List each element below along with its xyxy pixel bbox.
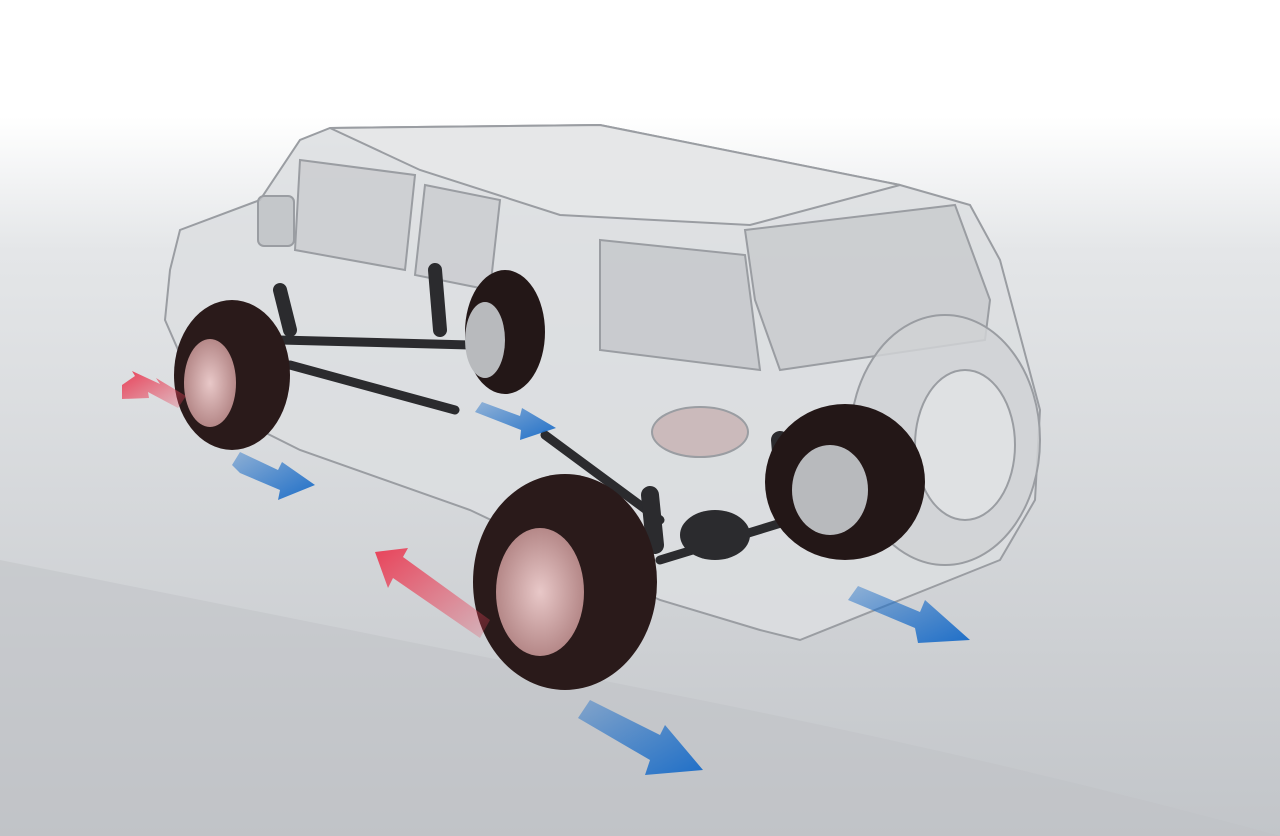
- blue-arrow-middle: [475, 402, 556, 440]
- ground-shadow: [0, 560, 1280, 836]
- blue-arrow-rear-right: [848, 586, 970, 643]
- red-arrow-rear: [375, 548, 490, 638]
- red-arrow-front: [122, 371, 186, 408]
- wheel-rear-right: [765, 404, 925, 560]
- wheel-front-left: [174, 300, 290, 450]
- wheel-rear-left: [473, 474, 657, 690]
- wheel-front-right: [465, 270, 545, 394]
- force-arrows: [122, 371, 970, 775]
- blue-arrow-front: [232, 452, 315, 500]
- blue-arrow-rear-left: [578, 700, 703, 775]
